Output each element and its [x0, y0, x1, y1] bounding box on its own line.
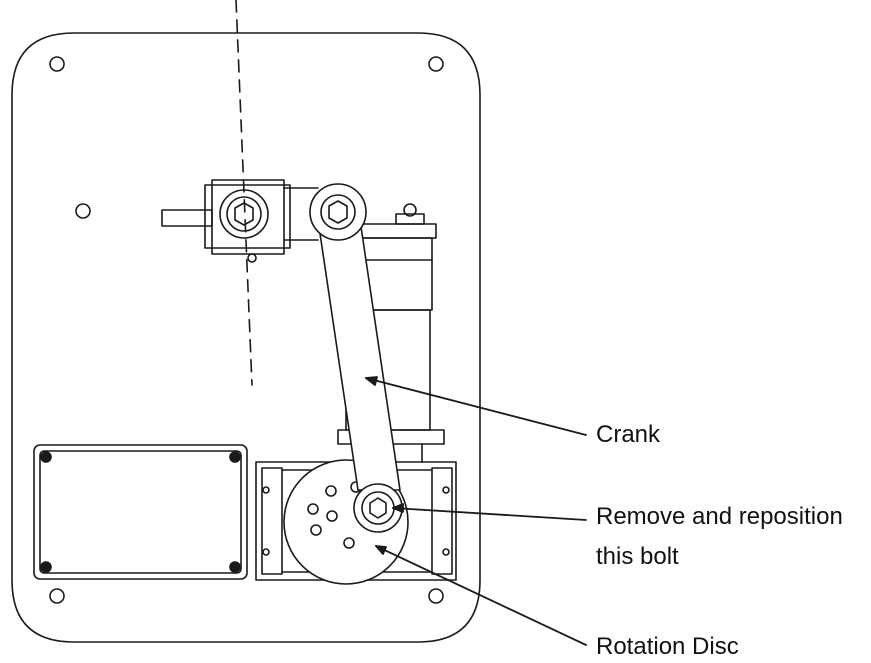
mount-hole-top-left	[49, 56, 65, 72]
disc-label: Rotation Disc	[596, 633, 739, 660]
leader-lines	[365, 376, 587, 646]
mount-hole-top-right	[428, 56, 444, 72]
shaft-block	[161, 179, 319, 263]
mount-hole-bottom-left	[49, 588, 65, 604]
center-axis-line	[235, 0, 253, 386]
mount-hole-bottom-right	[428, 588, 444, 604]
bolt-leader	[392, 507, 587, 521]
electronics-box	[33, 444, 248, 580]
crank-leader	[365, 377, 587, 436]
mount-hole-mid-left	[75, 203, 91, 219]
disc-leader	[375, 545, 587, 646]
crank-arm	[309, 183, 403, 533]
bolt-label-line2: this bolt	[596, 543, 679, 570]
base-plate	[11, 32, 481, 643]
bolt-label-line1: Remove and reposition	[596, 503, 843, 530]
crank-label: Crank	[596, 421, 661, 448]
